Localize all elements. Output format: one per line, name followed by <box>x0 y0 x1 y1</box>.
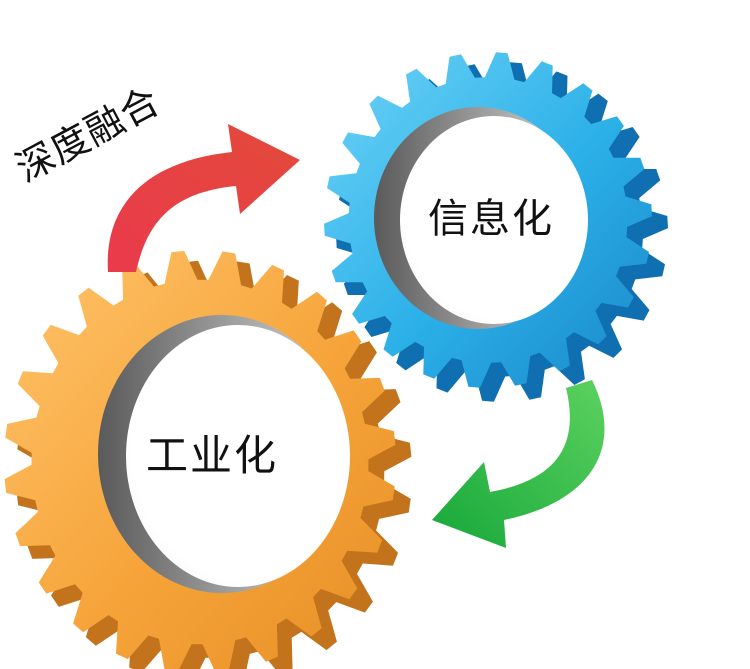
blue-gear <box>324 52 668 402</box>
orange-gear <box>4 250 412 669</box>
orange-gear-hole <box>126 325 350 587</box>
red-cycle-arrow <box>107 124 301 272</box>
blue-gear-hole <box>400 116 588 324</box>
green-cycle-arrow <box>432 380 605 548</box>
blue-gear-label: 信息化 <box>428 196 554 242</box>
orange-gear-label: 工业化 <box>146 431 279 480</box>
